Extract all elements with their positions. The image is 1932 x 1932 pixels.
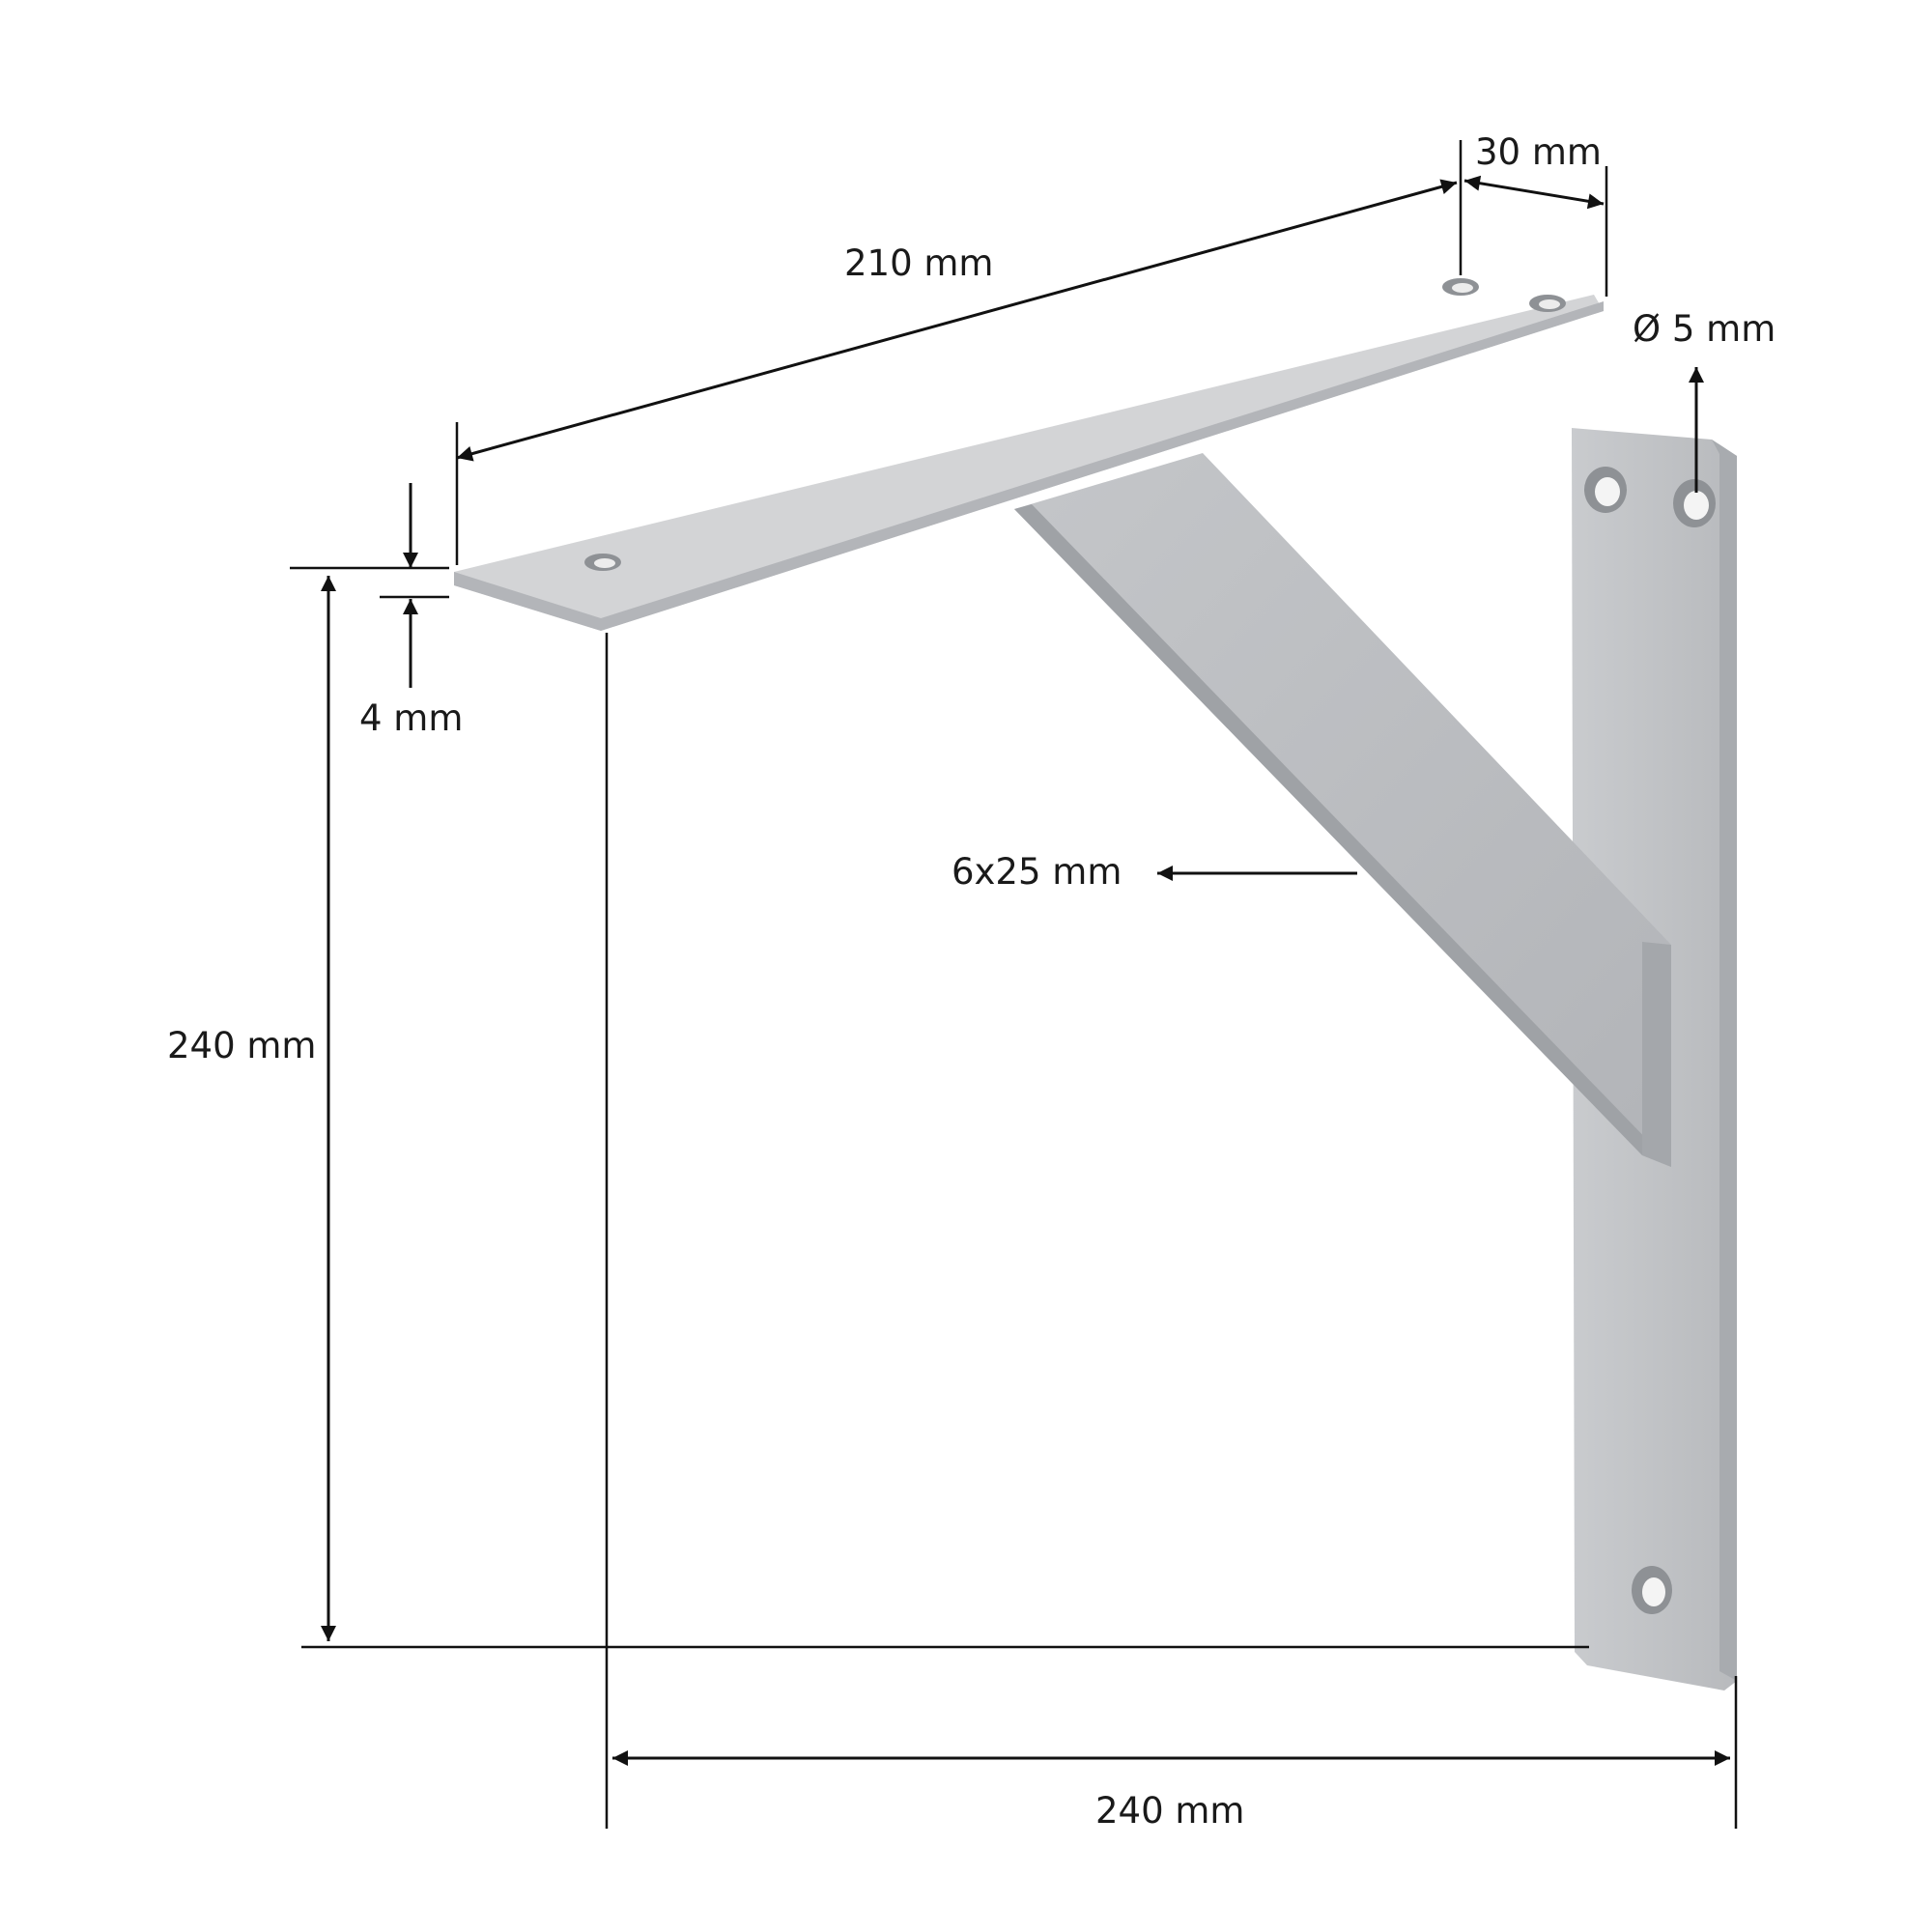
label-height: 240 mm [167,1025,316,1066]
label-strut-section: 6x25 mm [952,851,1122,893]
shelf-bracket [454,278,1737,1690]
dimension-lines [290,140,1738,1829]
dimension-labels: 210 mm 30 mm Ø 5 mm 4 mm 6x25 mm 240 mm … [167,131,1776,1832]
top-plate [454,278,1604,631]
label-top-length: 210 mm [844,242,993,284]
diagonal-strut [1014,453,1671,1167]
label-thickness: 4 mm [359,697,463,739]
label-top-width: 30 mm [1475,131,1602,173]
dim-line-30 [1463,175,1605,210]
label-hole-diameter: Ø 5 mm [1633,308,1776,350]
label-depth: 240 mm [1095,1790,1244,1832]
dim-line-210 [456,179,1458,462]
